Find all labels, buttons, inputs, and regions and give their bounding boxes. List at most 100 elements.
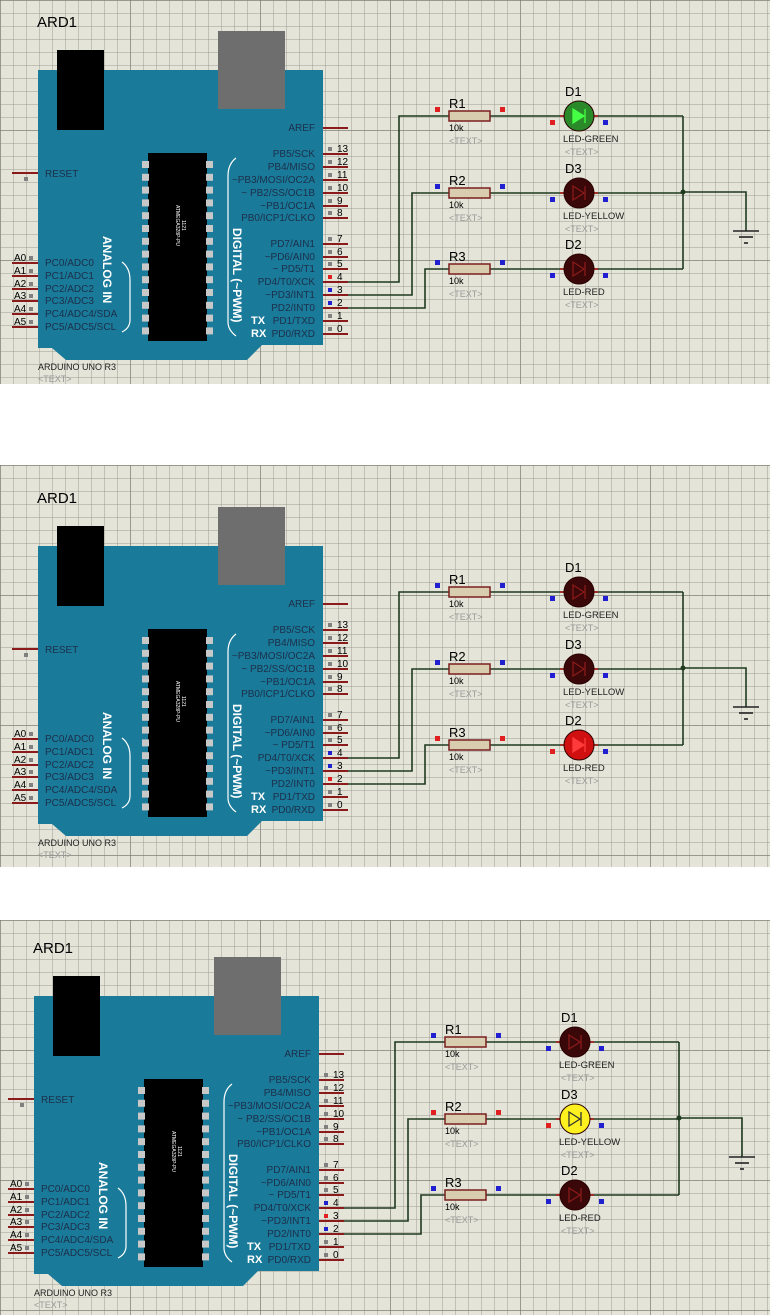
board-name: ARDUINO UNO R3	[38, 362, 116, 372]
led-diode-symbol	[568, 1186, 582, 1204]
analog-pin-name: A3	[14, 767, 27, 778]
pin-state-marker	[435, 107, 440, 112]
digital-bracket	[227, 157, 237, 337]
led-text: <TEXT>	[565, 300, 599, 310]
chip-pin	[138, 1099, 145, 1107]
led-ref: D1	[561, 1010, 578, 1025]
board-text: <TEXT>	[38, 850, 72, 860]
digital-pin-number: 3	[337, 285, 343, 296]
usb-connector	[214, 957, 281, 1035]
chip-pin	[142, 662, 149, 670]
led-D1	[563, 576, 595, 608]
led-text: <TEXT>	[565, 623, 599, 633]
digital-pwm-label: DIGITAL (~PWM)	[230, 704, 244, 799]
chip-pin	[206, 173, 213, 181]
digital-pin-number: 7	[337, 710, 343, 721]
chip-pin	[206, 675, 213, 683]
led-text: <TEXT>	[565, 224, 599, 234]
digital-pin-label: ~ PD5/T1	[272, 740, 315, 751]
digital-pin-number: 9	[337, 196, 343, 207]
resistor-text: <TEXT>	[449, 765, 483, 775]
pin-state-marker	[328, 147, 332, 151]
resistor-text: <TEXT>	[449, 136, 483, 146]
led-ref: D3	[565, 637, 582, 652]
led-D3	[559, 1103, 591, 1135]
chip-pin	[138, 1189, 145, 1197]
digital-pin-number: 4	[337, 748, 343, 759]
pin-state-marker	[324, 1201, 328, 1205]
analog-pin-label: PC3/ADC3	[45, 296, 94, 307]
led-type: LED-YELLOW	[559, 1137, 620, 1148]
pin-state-marker	[328, 636, 332, 640]
led-ref: D1	[565, 560, 582, 575]
analog-pin-label: PC2/ADC2	[45, 284, 94, 295]
chip-pin	[206, 237, 213, 245]
digital-pin-label: PD2/INT0	[271, 303, 315, 314]
analog-pin-label: PC3/ADC3	[45, 772, 94, 783]
analog-pin-name: A1	[14, 742, 27, 753]
pin-state-marker	[599, 1199, 604, 1204]
resistor-R1	[444, 1036, 487, 1048]
board-name: ARDUINO UNO R3	[38, 838, 116, 848]
wire	[348, 668, 449, 772]
digital-pin-label: PB0/ICP1/CLKO	[241, 213, 315, 224]
chip-pin	[142, 675, 149, 683]
led-text: <TEXT>	[565, 776, 599, 786]
pin-state-marker	[328, 288, 332, 292]
pin-state-marker	[328, 675, 332, 679]
pin-state-marker	[324, 1188, 328, 1192]
wire	[348, 115, 449, 283]
resistor-ref: R2	[445, 1099, 462, 1114]
digital-pin-label: ~ PB2/SS/OC1B	[241, 188, 315, 199]
led-diode-symbol	[568, 1033, 582, 1051]
digital-pin-label: PD4/T0/XCK	[254, 1203, 312, 1214]
chip-pin	[206, 765, 213, 772]
digital-pin-number: 8	[337, 684, 343, 695]
led-diode-symbol	[572, 107, 586, 125]
chip-pin	[138, 1125, 145, 1133]
chip-pin	[206, 250, 213, 258]
digital-pin-label: PD7/AIN1	[271, 239, 316, 250]
chip-pin	[138, 1202, 145, 1210]
usb-connector	[218, 507, 285, 585]
analog-in-label: ANALOG IN	[100, 712, 114, 779]
chip-pin	[206, 713, 213, 721]
analog-pin-label: PC0/ADC0	[41, 1184, 90, 1195]
digital-pin-label: PB0/ICP1/CLKO	[241, 689, 315, 700]
resistor-ref: R2	[449, 649, 466, 664]
pin-state-marker	[29, 294, 33, 298]
digital-pin-number: 2	[337, 774, 343, 785]
chip-pin	[202, 1215, 209, 1222]
digital-pin-number: 11	[333, 1096, 344, 1107]
wire	[348, 268, 449, 309]
pin-state-marker	[550, 596, 555, 601]
chip-pin	[142, 199, 149, 207]
pin-state-marker	[550, 120, 555, 125]
chip-pin	[138, 1138, 145, 1146]
pin-state-marker	[546, 1046, 551, 1051]
chip-pin	[142, 637, 149, 644]
led-text: <TEXT>	[561, 1150, 595, 1160]
digital-pin-label: PD2/INT0	[267, 1229, 311, 1240]
digital-pin-label: ~ PB2/SS/OC1B	[237, 1114, 311, 1125]
reset-label: RESET	[45, 169, 78, 180]
pin-state-marker	[500, 184, 505, 189]
digital-pin-number: 10	[337, 659, 349, 670]
resistor-text: <TEXT>	[445, 1062, 479, 1072]
led-text: <TEXT>	[565, 147, 599, 157]
chip-pin	[138, 1253, 145, 1261]
digital-pin-number: 5	[337, 735, 343, 746]
chip-pin	[138, 1112, 145, 1120]
pin-state-marker	[603, 596, 608, 601]
pin-state-marker	[29, 256, 33, 260]
chip-pin	[206, 739, 213, 747]
digital-pin-label: PD0/RXD	[268, 1255, 311, 1266]
resistor-R1	[448, 586, 491, 598]
rx-label: RX	[251, 804, 267, 816]
